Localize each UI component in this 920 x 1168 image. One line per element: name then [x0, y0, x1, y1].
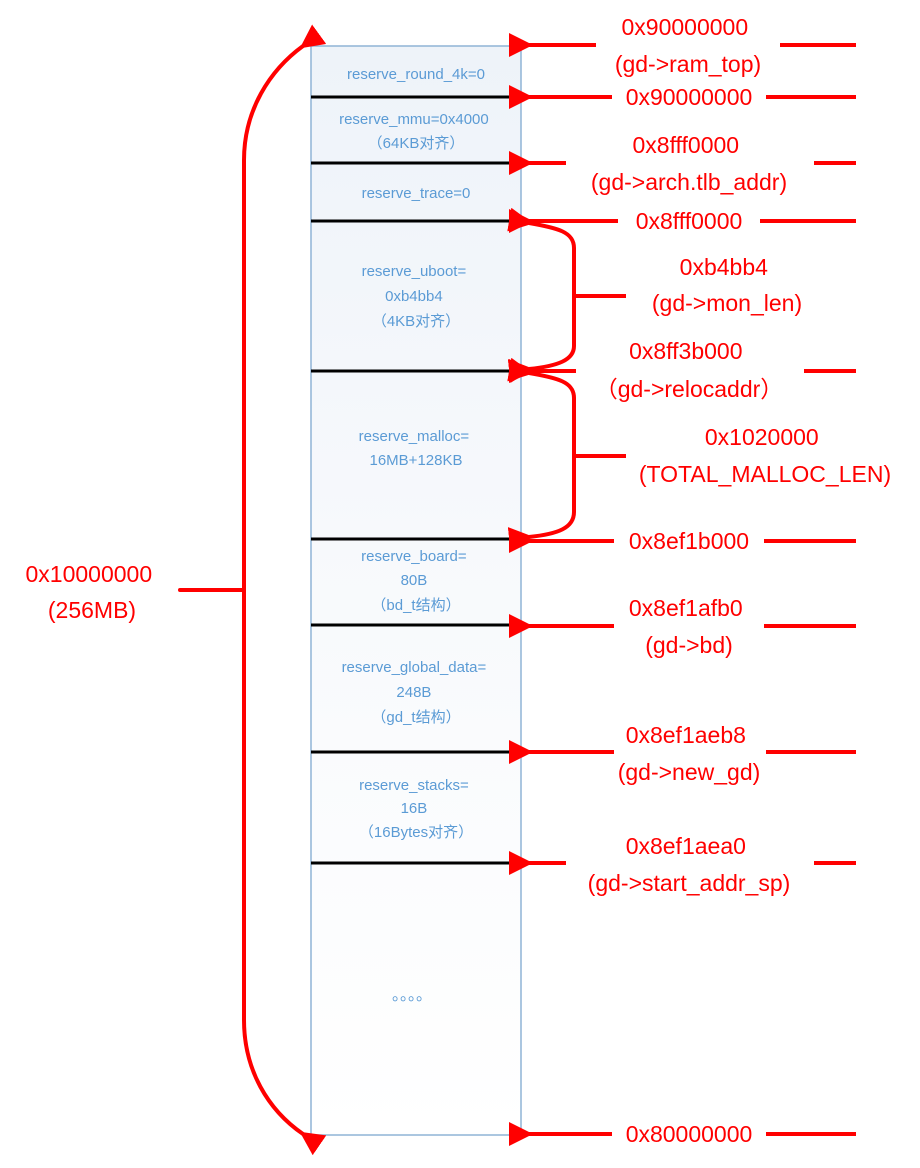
block-reserve-malloc: reserve_malloc= 16MB+128KB — [359, 428, 474, 469]
size-annotations: 0xb4bb4 (gd->mon_len) 0x1020000 (TOTAL_M… — [639, 254, 891, 487]
address-label-bd: 0x8ef1afb0 (gd->bd) — [629, 595, 749, 658]
total-size-brace — [178, 24, 327, 1156]
address-labels: 0x90000000 (gd->ram_top) 0x90000000 0x8f… — [588, 14, 791, 1147]
address-label-start-sp: 0x8ef1aea0 (gd->start_addr_sp) — [588, 833, 791, 896]
address-label-new-gd: 0x8ef1aeb8 (gd->new_gd) — [618, 722, 761, 785]
block-reserve-mmu: reserve_mmu=0x4000 （64KB对齐） — [339, 111, 493, 152]
block-reserve-board: reserve_board= 80B （bd_t结构） — [361, 548, 471, 614]
address-label-ram-top: 0x90000000 (gd->ram_top) — [615, 14, 761, 77]
address-label-trace: 0x8fff0000 — [636, 208, 743, 234]
block-reserve-round-4k: reserve_round_4k=0 — [347, 66, 485, 83]
address-label-tlb: 0x8fff0000 (gd->arch.tlb_addr) — [591, 132, 787, 195]
memory-box — [310, 45, 522, 1136]
total-size-label: 0x10000000 (256MB) — [25, 561, 158, 623]
malloc-size-brace — [507, 357, 576, 551]
region-dividers — [311, 95, 521, 865]
uboot-size-label: 0xb4bb4 (gd->mon_len) — [652, 254, 802, 316]
address-arrows — [509, 33, 856, 1146]
block-reserve-global-data: reserve_global_data= 248B （gd_t结构） — [342, 659, 491, 726]
block-reserve-stacks: reserve_stacks= 16B （16Bytes对齐） — [359, 777, 473, 841]
address-label-malloc-base: 0x8ef1b000 — [629, 528, 749, 554]
size-braces — [507, 207, 626, 551]
address-label-base: 0x80000000 — [626, 1121, 753, 1147]
block-continuation-dots: 。。。。 — [392, 985, 432, 1004]
block-reserve-trace: reserve_trace=0 — [362, 185, 471, 202]
block-reserve-uboot: reserve_uboot= 0xb4bb4 （4KB对齐） — [362, 263, 471, 330]
memory-block-labels: reserve_round_4k=0 reserve_mmu=0x4000 （6… — [339, 66, 493, 1004]
address-label-relocaddr: 0x8ff3b000 （gd->relocaddr） — [595, 338, 784, 402]
malloc-size-label: 0x1020000 (TOTAL_MALLOC_LEN) — [639, 424, 891, 487]
brace-curve — [242, 24, 327, 1156]
address-label-mmu: 0x90000000 — [626, 84, 753, 110]
uboot-size-brace — [507, 207, 576, 383]
